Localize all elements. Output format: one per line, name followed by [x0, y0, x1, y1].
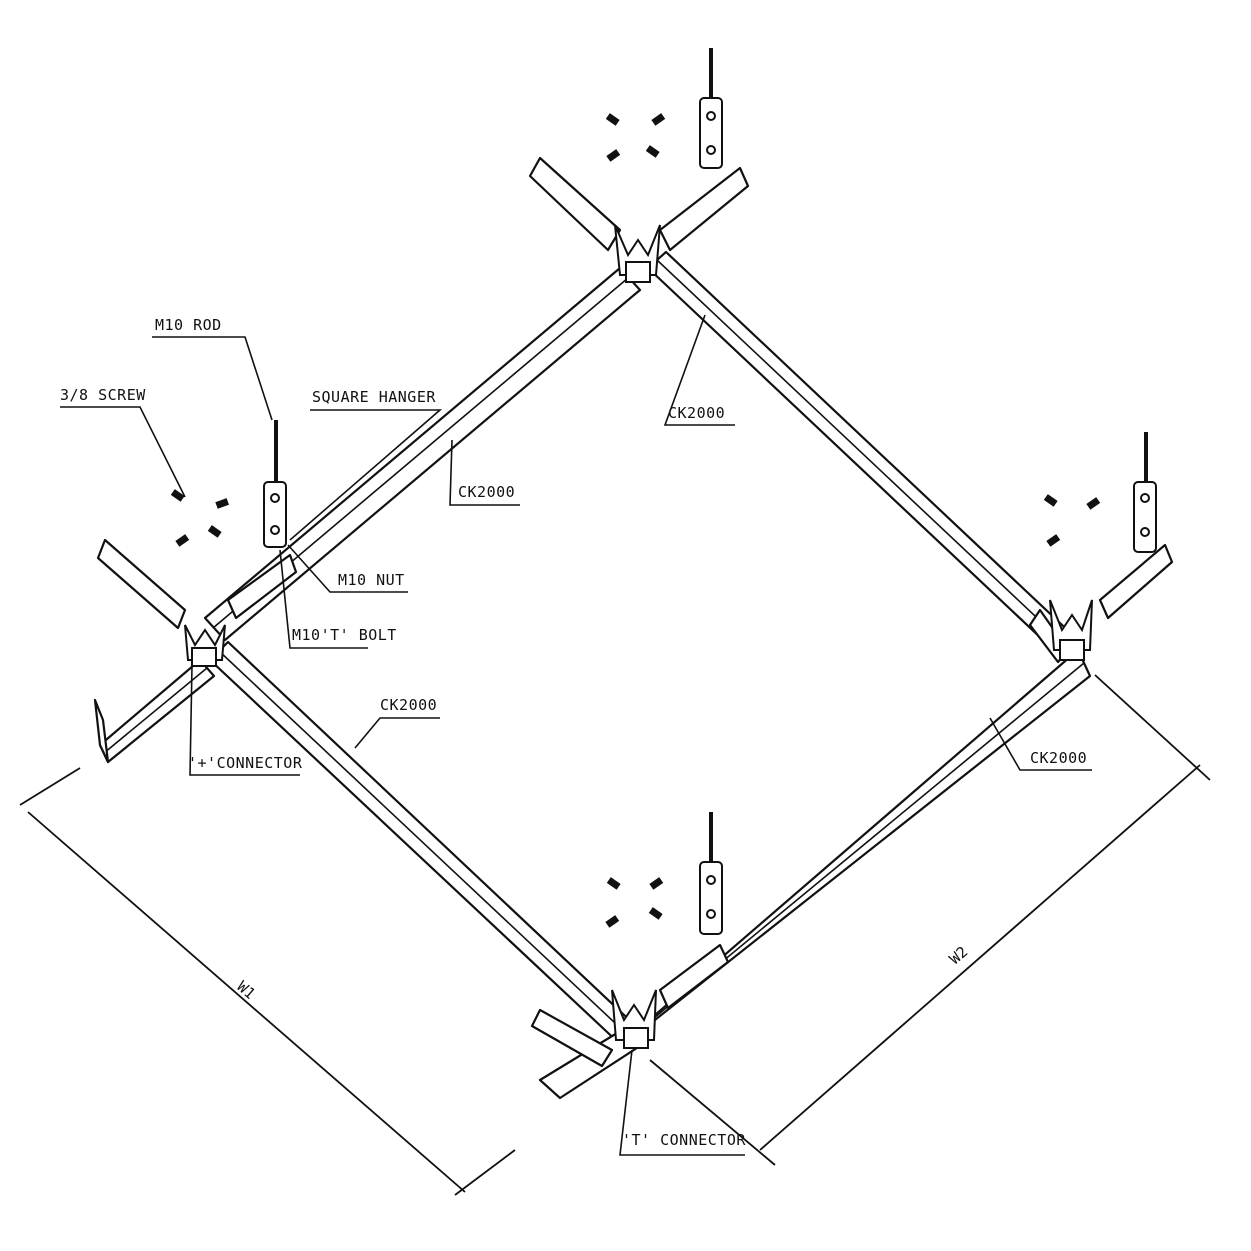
beam-top-right — [646, 250, 1080, 658]
label-ck2000-left-upper: CK2000 — [458, 483, 515, 501]
screws-left — [170, 489, 230, 547]
dimension-w1: W1 — [19, 767, 516, 1196]
label-m10-rod: M10 ROD — [155, 316, 222, 334]
dimension-w1-label: W1 — [233, 977, 258, 1002]
beam-extension-left — [93, 658, 216, 764]
label-t-connector: 'T' CONNECTOR — [622, 1131, 746, 1149]
label-plus-connector: '+'CONNECTOR — [188, 754, 303, 772]
rod-top — [699, 48, 723, 169]
top-connector — [614, 224, 661, 283]
beam-extension-bottom — [530, 943, 730, 1068]
leader-lines — [60, 314, 1092, 1156]
label-m10-t-bolt: M10'T' BOLT — [292, 626, 397, 644]
dimension-w2-label: W2 — [946, 943, 971, 968]
label-ck2000-left-lower: CK2000 — [380, 696, 437, 714]
label-ck2000-bottom-right: CK2000 — [1030, 749, 1087, 767]
label-3-8-screw: 3/8 SCREW — [60, 386, 146, 404]
label-m10-nut: M10 NUT — [338, 571, 405, 589]
t-connector — [611, 989, 657, 1049]
label-ck2000-top-right: CK2000 — [668, 404, 725, 422]
screws-top — [605, 113, 666, 162]
right-connector — [1049, 599, 1093, 661]
rod-left — [263, 420, 287, 548]
rod-bottom — [699, 812, 723, 935]
beam-extension-left-upper — [96, 538, 298, 630]
screws-bottom — [605, 877, 664, 928]
label-square-hanger: SQUARE HANGER — [312, 388, 436, 406]
screws-right — [1043, 494, 1101, 547]
dimension-w2: W2 — [649, 674, 1211, 1166]
rod-right — [1133, 432, 1157, 553]
plus-connector — [184, 624, 226, 667]
beam-extension-top — [528, 156, 750, 252]
